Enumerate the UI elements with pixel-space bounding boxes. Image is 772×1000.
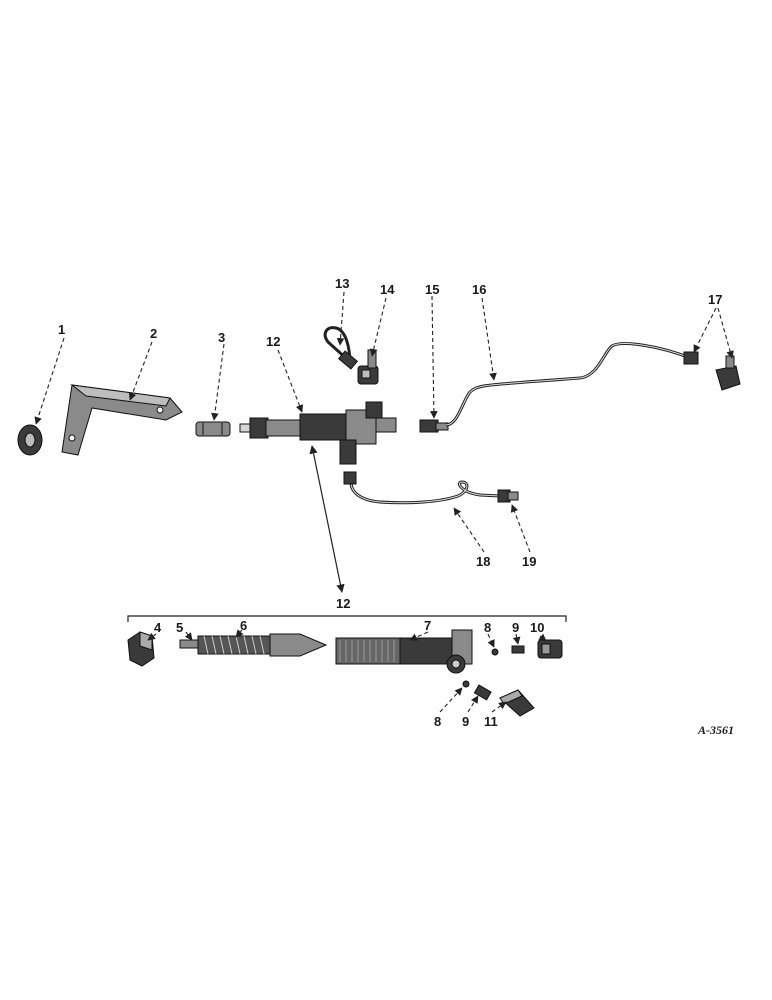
callout-7: 7 — [424, 618, 431, 633]
part-7-injector-body — [335, 629, 473, 674]
callout-9-upper: 9 — [512, 620, 519, 635]
part-16-long-tube — [445, 342, 691, 427]
callout-18: 18 — [476, 554, 490, 569]
part-12-injector-assembly — [239, 401, 397, 465]
part-13-bent-tube — [323, 326, 359, 370]
callout-2: 2 — [150, 326, 157, 341]
part-17-end-fittings — [683, 351, 741, 391]
figure-code: A-3561 — [697, 723, 734, 737]
part-9-spring-upper — [511, 645, 525, 654]
part-9-spring-lower — [473, 684, 492, 701]
part-3-sleeve — [195, 421, 231, 437]
callout-9-lower: 9 — [462, 714, 469, 729]
callout-12-bottom: 12 — [336, 596, 350, 611]
part-18-return-tube — [343, 471, 501, 505]
callout-10: 10 — [530, 620, 544, 635]
part-4-nut — [127, 631, 155, 667]
callout-8-lower: 8 — [434, 714, 441, 729]
callout-4: 4 — [154, 620, 162, 635]
part-14-fitting — [357, 349, 379, 385]
part-5-6-spring-valve — [179, 633, 328, 657]
part-10-fitting — [537, 639, 563, 659]
part-15-connector — [419, 419, 449, 433]
callout-8-upper: 8 — [484, 620, 491, 635]
callout-13: 13 — [335, 276, 349, 291]
part-8-ball-lower — [462, 680, 470, 688]
callout-1: 1 — [58, 322, 65, 337]
assembly-bracket-line — [127, 615, 567, 622]
callout-5: 5 — [176, 620, 183, 635]
part-2-bracket — [61, 384, 183, 456]
callout-6: 6 — [240, 618, 247, 633]
callout-3: 3 — [218, 330, 225, 345]
part-1-lock-nut — [17, 424, 43, 456]
callout-14: 14 — [380, 282, 395, 297]
callout-17: 17 — [708, 292, 722, 307]
callout-12-top: 12 — [266, 334, 280, 349]
part-8-ball-upper — [491, 648, 499, 656]
leader-lines — [34, 291, 734, 713]
callout-16: 16 — [472, 282, 486, 297]
part-19-tube-nut — [497, 489, 519, 503]
callout-11: 11 — [484, 714, 498, 729]
callout-15: 15 — [425, 282, 439, 297]
callout-19: 19 — [522, 554, 536, 569]
